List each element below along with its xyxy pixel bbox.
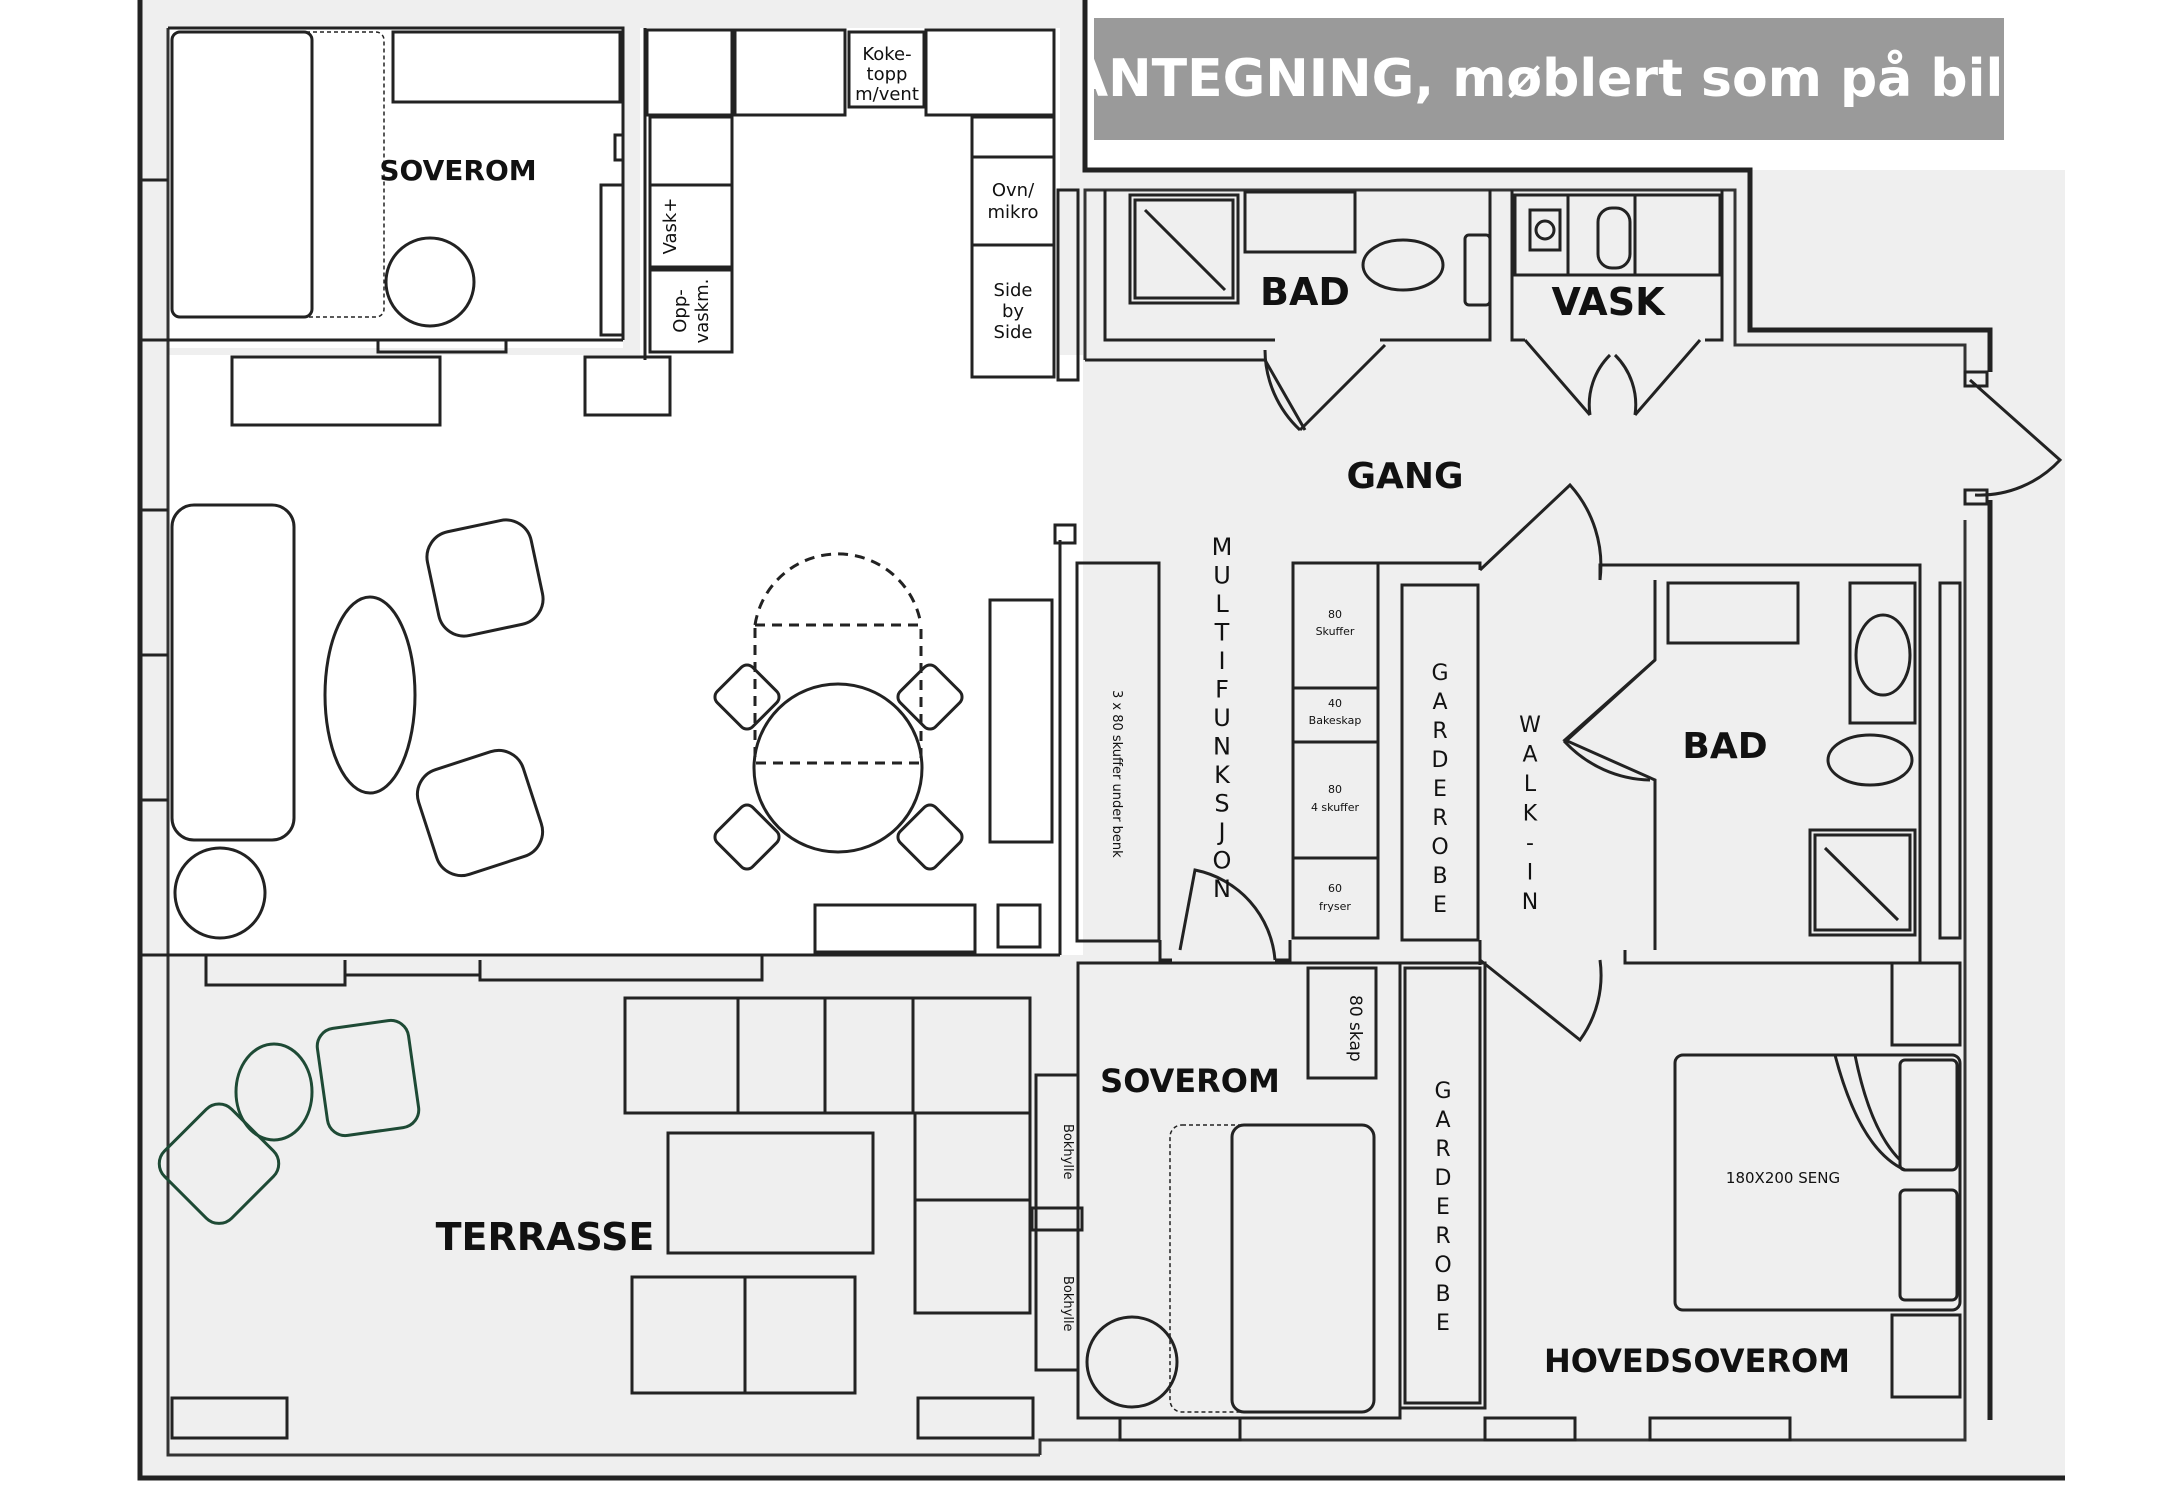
label-bokhylle-2: Bokhylle	[1060, 1276, 1075, 1332]
label-seng: 180X200 SENG	[1726, 1169, 1840, 1187]
garde1-letter: B	[1432, 864, 1447, 889]
walk-letter: K	[1523, 802, 1538, 827]
label-side-2: by	[1002, 301, 1024, 322]
bokhylle-labels: Bokhylle Bokhylle	[1060, 1124, 1075, 1332]
garde2-letter: O	[1434, 1253, 1451, 1278]
label-cab3-a: 80	[1328, 783, 1342, 796]
multi-letter: T	[1214, 619, 1230, 647]
label-bokhylle-1: Bokhylle	[1060, 1124, 1075, 1180]
label-oppvask-1: Opp-	[670, 289, 691, 333]
white-areas	[168, 28, 1083, 955]
garde1-letter: O	[1431, 835, 1448, 860]
garde1-letter: A	[1432, 690, 1447, 715]
garde2-letter: A	[1435, 1108, 1450, 1133]
multi-letter: I	[1218, 647, 1225, 675]
label-side-3: Side	[994, 322, 1033, 343]
living-furniture	[170, 355, 1054, 954]
label-cab2-b: Bakeskap	[1309, 714, 1362, 727]
label-koketopp-2: topp	[867, 64, 908, 85]
cabinet-labels: 80 Skuffer 40 Bakeskap 80 4 skuffer 60 f…	[1309, 608, 1362, 913]
garde2-letter: E	[1436, 1311, 1450, 1336]
multi-letter: M	[1212, 533, 1233, 561]
room-label-hovedsoverom: HOVEDSOVEROM	[1544, 1342, 1850, 1380]
walk-letter: A	[1522, 743, 1537, 768]
walk-letter: -	[1526, 831, 1534, 856]
walk-letter: L	[1524, 772, 1537, 797]
multi-letter: K	[1214, 761, 1231, 789]
multi-letter: N	[1213, 875, 1231, 903]
room-label-terrasse: TERRASSE	[436, 1215, 655, 1259]
label-cab4-a: 60	[1328, 882, 1342, 895]
label-vask-pluss: Vask+	[660, 198, 681, 255]
walk-letter: W	[1519, 713, 1541, 738]
label-koketopp-3: m/vent	[855, 84, 919, 105]
label-ovn-2: mikro	[988, 202, 1039, 223]
plan-title-banner: PLANTEGNING, møblert som på bilder	[996, 18, 2102, 140]
multi-letter: F	[1215, 676, 1229, 704]
garde2-letter: D	[1435, 1166, 1452, 1191]
label-cab4-b: fryser	[1319, 900, 1351, 913]
room-label-bad-right: BAD	[1682, 726, 1767, 767]
terrace-furniture	[157, 996, 1084, 1440]
garde2-letter: E	[1436, 1195, 1450, 1220]
label-side-1: Side	[994, 280, 1033, 301]
kitchen-cabinets	[645, 28, 1080, 382]
plan-title: PLANTEGNING, møblert som på bilder	[996, 49, 2102, 109]
bedroom-top-furniture	[170, 30, 625, 337]
multi-letter: S	[1214, 790, 1229, 818]
multi-letter: L	[1215, 590, 1229, 618]
label-cab1-a: 80	[1328, 608, 1342, 621]
bad-right	[1562, 563, 1962, 965]
multi-letter: O	[1213, 847, 1232, 875]
garde1-letter: E	[1433, 777, 1447, 802]
hovedsoverom	[1483, 961, 1962, 1442]
label-cab2-a: 40	[1328, 697, 1342, 710]
walk-letter: N	[1522, 890, 1538, 915]
label-cab3-b: 4 skuffer	[1311, 801, 1360, 814]
room-label-soverom-mid: SOVEROM	[1100, 1062, 1280, 1100]
walk-letter: I	[1527, 861, 1534, 886]
label-koketopp-1: Koke-	[862, 44, 911, 65]
label-cab1-b: Skuffer	[1316, 625, 1355, 638]
multi-letter: J	[1216, 818, 1225, 846]
living-walls	[140, 178, 1077, 987]
garde1-letter: R	[1432, 719, 1447, 744]
garde1-letter: G	[1431, 661, 1448, 686]
label-ovn-1: Ovn/	[992, 180, 1035, 201]
label-oppvask-2: vaskm.	[692, 279, 713, 344]
garde2-letter: R	[1435, 1224, 1450, 1249]
garde1-letter: E	[1433, 893, 1447, 918]
garde1-letter: R	[1432, 806, 1447, 831]
room-label-gang: GANG	[1346, 456, 1463, 497]
label-skap: 80 skap	[1345, 995, 1365, 1062]
room-label-vask: VASK	[1551, 280, 1666, 324]
garde1-letter: D	[1432, 748, 1449, 773]
room-label-bad-top: BAD	[1260, 270, 1350, 314]
soverom-mid	[1076, 961, 1487, 1442]
multi-letter: U	[1213, 704, 1231, 732]
room-label-soverom-top: SOVEROM	[379, 154, 536, 187]
multifunksjon-area	[1075, 482, 1603, 1043]
multi-letter: N	[1213, 733, 1231, 761]
bad-vask-walls	[1085, 190, 1724, 432]
garde2-letter: R	[1435, 1137, 1450, 1162]
garde2-letter: B	[1435, 1282, 1450, 1307]
multi-letter: U	[1213, 562, 1231, 590]
gang-walls	[1963, 370, 2063, 506]
outer-walls	[137, 0, 2065, 1481]
garde2-letter: G	[1434, 1079, 1451, 1104]
label-bench: 3 x 80 skuffer under benk	[1109, 690, 1124, 858]
kitchen-labels: Koke- topp m/vent Ovn/ mikro Side by Sid…	[660, 44, 1038, 343]
